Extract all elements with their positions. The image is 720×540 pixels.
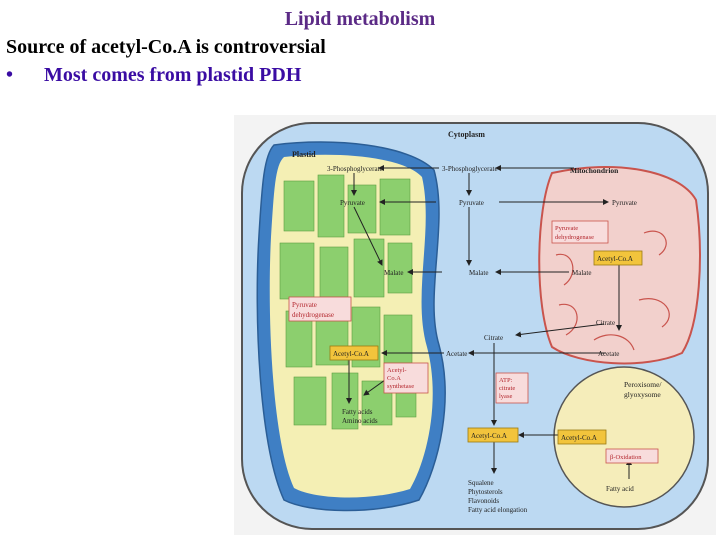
acoa-plastid-label: Acetyl-Co.A bbox=[333, 350, 369, 358]
acs-box: Acetyl- Co.A synthetase bbox=[383, 362, 429, 394]
citrate-cyto-label: Citrate bbox=[484, 334, 503, 342]
pdh-plastid-box: Pyruvate dehydrogenase bbox=[288, 296, 352, 322]
mitochondrion-label: Mitochondrion bbox=[570, 166, 619, 175]
fatty-acid-elongation-label: Fatty acid elongation bbox=[468, 506, 528, 514]
acs-line3: synthetase bbox=[387, 383, 414, 390]
acl-line2: citrate bbox=[499, 385, 515, 392]
flavonoids-label: Flavonoids bbox=[468, 497, 499, 505]
thylakoid-stacks bbox=[279, 174, 417, 430]
acoa-perox-box: Acetyl-Co.A bbox=[557, 429, 607, 445]
acl-line3: lyase bbox=[499, 393, 512, 400]
malate-plastid-label: Malate bbox=[384, 269, 403, 277]
bullet-item-1: • Most comes from plastid PDH bbox=[6, 64, 301, 87]
acoa-mito-box: Acetyl-Co.A bbox=[593, 250, 643, 266]
slide-title: Lipid metabolism bbox=[284, 8, 436, 30]
acetate-mito-label: Acetate bbox=[598, 350, 619, 358]
pyruvate-plastid-label: Pyruvate bbox=[340, 199, 365, 207]
acetate-plastid-label: Acetate bbox=[446, 350, 467, 358]
pdh-mito-box: Pyruvate dehydrogenase bbox=[551, 220, 609, 244]
beta-oxidation-box: β-Oxidation bbox=[605, 448, 659, 464]
glyoxysome-label: glyoxysome bbox=[624, 390, 661, 399]
pdh-mito-line2: dehydrogenase bbox=[555, 234, 594, 241]
phytosterols-label: Phytosterols bbox=[468, 488, 503, 496]
metabolism-diagram: Cytoplasm Plastid Mitochondrion Peroxiso… bbox=[234, 115, 716, 535]
metabolism-svg: Cytoplasm Plastid Mitochondrion Peroxiso… bbox=[234, 115, 716, 535]
squalene-label: Squalene bbox=[468, 479, 494, 487]
bullet-text: Most comes from plastid PDH bbox=[44, 64, 302, 86]
pga-plastid-label: 3-Phosphoglycerate bbox=[327, 165, 383, 173]
cytoplasm-label: Cytoplasm bbox=[448, 130, 485, 139]
bullet-dot: • bbox=[6, 64, 14, 86]
fatty-acid-label: Fatty acid bbox=[606, 485, 634, 493]
acs-line1: Acetyl- bbox=[387, 367, 407, 374]
mitochondrion-cristae bbox=[555, 230, 670, 351]
pyruvate-cyto-label: Pyruvate bbox=[459, 199, 484, 207]
plastid-label: Plastid bbox=[292, 150, 316, 159]
acl-box: ATP: citrate lyase bbox=[495, 372, 529, 404]
pga-cyto-label: 3-Phosphoglycerate bbox=[442, 165, 498, 173]
amino-acids-label: Amino acids bbox=[342, 417, 378, 425]
slide-line-1: Source of acetyl-Co.A is controversial bbox=[6, 36, 326, 58]
pdh-plastid-line2: dehydrogenase bbox=[292, 311, 334, 319]
acl-line1: ATP: bbox=[499, 377, 513, 384]
citrate-mito-label: Citrate bbox=[596, 319, 615, 327]
acoa-cyto-label: Acetyl-Co.A bbox=[471, 432, 507, 440]
malate-mito-label: Malate bbox=[572, 269, 591, 277]
beta-oxidation-label: β-Oxidation bbox=[610, 454, 642, 461]
acoa-mito-label: Acetyl-Co.A bbox=[597, 255, 633, 263]
pdh-plastid-line1: Pyruvate bbox=[292, 301, 317, 309]
peroxisome-region bbox=[553, 366, 695, 508]
acoa-plastid-box: Acetyl-Co.A bbox=[329, 345, 379, 361]
acs-line2: Co.A bbox=[387, 375, 401, 382]
pdh-mito-line1: Pyruvate bbox=[555, 225, 578, 232]
acoa-cyto-box: Acetyl-Co.A bbox=[467, 427, 519, 443]
acoa-perox-label: Acetyl-Co.A bbox=[561, 434, 597, 442]
malate-cyto-label: Malate bbox=[469, 269, 488, 277]
pyruvate-mito-label: Pyruvate bbox=[612, 199, 637, 207]
fatty-acids-label: Fatty acids bbox=[342, 408, 373, 416]
peroxisome-label: Peroxisome/ bbox=[624, 380, 662, 389]
